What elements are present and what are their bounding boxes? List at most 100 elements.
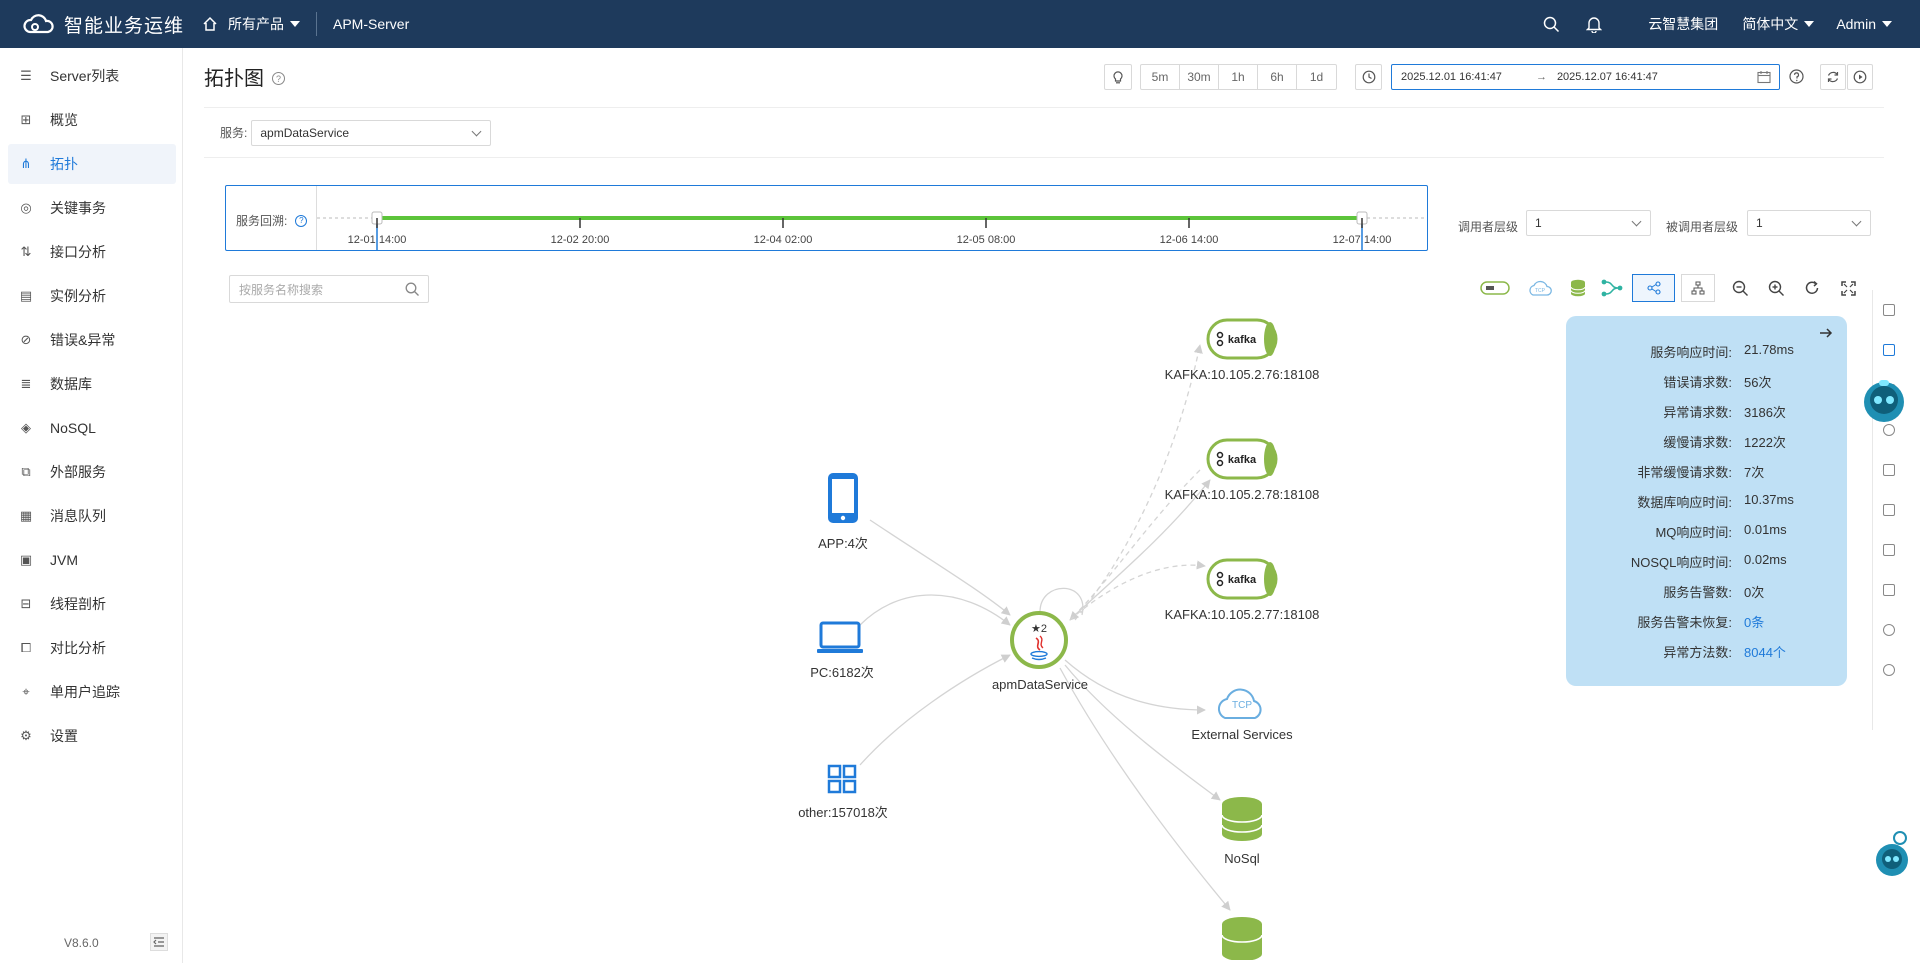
sidebar-item-11[interactable]: ▣JVM <box>8 540 176 580</box>
date-range-picker[interactable]: 2025.12.01 16:41:47 → 2025.12.07 16:41:4… <box>1391 64 1780 90</box>
range-button-6h[interactable]: 6h <box>1258 65 1297 89</box>
help-button[interactable] <box>1789 69 1804 87</box>
history-button[interactable] <box>1355 64 1382 90</box>
kafka-node-77[interactable]: kafka <box>1206 558 1278 600</box>
source-node-pc[interactable] <box>817 621 863 653</box>
service-select[interactable]: apmDataService <box>251 119 492 146</box>
sidebar-item-9[interactable]: ⧉外部服务 <box>8 452 176 492</box>
sidebar-item-8[interactable]: ◈NoSQL <box>8 408 176 448</box>
collapse-sidebar-icon[interactable] <box>150 933 168 951</box>
edge-service-to-db[interactable] <box>1059 667 1231 911</box>
range-button-1h[interactable]: 1h <box>1219 65 1258 89</box>
edge-other-to-service[interactable] <box>859 654 1011 766</box>
show-external-button[interactable]: TCP <box>1525 274 1555 302</box>
cloud-tcp-icon: TCP <box>1529 280 1552 296</box>
toggle-view-button[interactable] <box>1480 274 1510 302</box>
home-button[interactable] <box>202 16 218 32</box>
sidebar-item-7[interactable]: ≣数据库 <box>8 364 176 404</box>
all-products-menu[interactable]: 所有产品 <box>228 14 300 34</box>
range-button-5m[interactable]: 5m <box>1141 65 1180 89</box>
sidebar-item-14[interactable]: ⌖单用户追踪 <box>8 672 176 712</box>
search-icon <box>405 282 419 296</box>
cloud-tcp-icon <box>1217 688 1262 719</box>
source-node-app[interactable] <box>828 473 858 523</box>
edge-service-to-kafka76[interactable] <box>1074 344 1203 621</box>
sidebar-item-10[interactable]: ▦消息队列 <box>8 496 176 536</box>
gear-icon[interactable] <box>1883 664 1895 676</box>
search-button[interactable] <box>1543 16 1560 33</box>
topology-icon: ⋔ <box>20 156 32 171</box>
stat-value[interactable]: 8044个 <box>1744 645 1786 660</box>
edge-service-to-kafka78[interactable] <box>1074 479 1211 616</box>
reset-graph-button[interactable] <box>1797 274 1827 302</box>
caret-down-icon <box>1882 21 1892 27</box>
thread-icon: ⊟ <box>20 596 32 611</box>
edge-service-to-nosql[interactable] <box>1064 664 1221 801</box>
sidebar-item-label: 概览 <box>50 112 78 128</box>
monitor-icon[interactable] <box>1883 344 1895 356</box>
show-database-button[interactable] <box>1563 274 1593 302</box>
service-search-input[interactable]: 按服务名称搜索 <box>229 275 429 303</box>
sidebar-item-13[interactable]: ⧠对比分析 <box>8 628 176 668</box>
assistant-robot-small-icon[interactable] <box>1874 830 1910 886</box>
center-service-node[interactable]: ★2 <box>1010 611 1068 669</box>
topology-canvas[interactable]: ★2 kafka kafka kafka TCP <box>200 300 1500 960</box>
language-select[interactable]: 简体中文 <box>1742 14 1815 34</box>
fullscreen-button[interactable] <box>1833 274 1863 302</box>
kafka-node-76[interactable]: kafka <box>1206 318 1278 360</box>
sidebar-item-15[interactable]: ⚙设置 <box>8 716 176 756</box>
document-icon[interactable] <box>1883 464 1895 476</box>
help-icon[interactable] <box>1883 624 1895 636</box>
svg-text:TCP: TCP <box>1535 288 1546 294</box>
refresh-page-button[interactable] <box>1820 64 1846 90</box>
auto-refresh-button[interactable] <box>1847 64 1873 90</box>
edge-self-loop[interactable] <box>1039 587 1084 616</box>
sidebar-item-12[interactable]: ⊟线程剖析 <box>8 584 176 624</box>
caller-level-select[interactable]: 1 <box>1526 210 1651 236</box>
layers-icon: ◈ <box>21 420 31 435</box>
callee-level-label: 被调用者层级 <box>1666 220 1739 234</box>
callee-level-select[interactable]: 1 <box>1747 210 1871 236</box>
external-icon: ⧉ <box>21 464 31 479</box>
kafka-node-78[interactable]: kafka <box>1206 438 1278 480</box>
tip-button[interactable] <box>1104 64 1132 90</box>
sidebar-item-label: 消息队列 <box>50 508 106 524</box>
sidebar-item-5[interactable]: ▤实例分析 <box>8 276 176 316</box>
stat-value[interactable]: 0条 <box>1744 615 1765 630</box>
file-icon[interactable] <box>1883 584 1895 596</box>
sidebar-item-4[interactable]: ⇅接口分析 <box>8 232 176 272</box>
sidebar-item-2[interactable]: ⋔拓扑 <box>8 144 176 184</box>
show-path-button[interactable] <box>1597 274 1627 302</box>
notification-button[interactable] <box>1586 16 1603 33</box>
sidebar-item-6[interactable]: ⊘错误&异常 <box>8 320 176 360</box>
source-node-other[interactable] <box>827 764 857 794</box>
graph-layout-button[interactable] <box>1632 274 1675 302</box>
help-icon[interactable]: ? <box>272 72 285 85</box>
edge-pc-to-service[interactable] <box>859 594 1011 626</box>
sidebar-item-0[interactable]: ☰Server列表 <box>8 56 176 96</box>
zoom-in-button[interactable] <box>1761 274 1791 302</box>
nosql-node[interactable] <box>1221 797 1263 841</box>
assistant-robot-icon[interactable] <box>1862 378 1906 428</box>
logo[interactable]: 智能业务运维 <box>0 11 200 38</box>
edge-app-to-service[interactable] <box>869 519 1011 616</box>
zoom-out-button[interactable] <box>1725 274 1755 302</box>
arrow-right-icon[interactable] <box>1819 326 1833 340</box>
target-icon[interactable] <box>1883 424 1895 436</box>
user-menu[interactable]: Admin <box>1836 16 1892 32</box>
edge-service-to-kafka77[interactable] <box>1069 560 1206 621</box>
external-services-node[interactable]: TCP <box>1217 688 1262 719</box>
help-icon[interactable]: ? <box>295 214 308 227</box>
tree-layout-button[interactable] <box>1681 274 1715 302</box>
edge-service-to-external[interactable] <box>1064 659 1206 715</box>
database-node[interactable] <box>1221 917 1263 960</box>
range-button-1d[interactable]: 1d <box>1309 70 1324 84</box>
alarm-icon[interactable] <box>1883 544 1895 556</box>
sidebar-item-3[interactable]: ◎关键事务 <box>8 188 176 228</box>
briefcase-icon[interactable] <box>1883 304 1895 316</box>
company-name[interactable]: 云智慧集团 <box>1648 16 1719 32</box>
sidebar-item-1[interactable]: ⊞概览 <box>8 100 176 140</box>
range-button-30m[interactable]: 30m <box>1180 65 1219 89</box>
book-icon[interactable] <box>1883 504 1895 516</box>
